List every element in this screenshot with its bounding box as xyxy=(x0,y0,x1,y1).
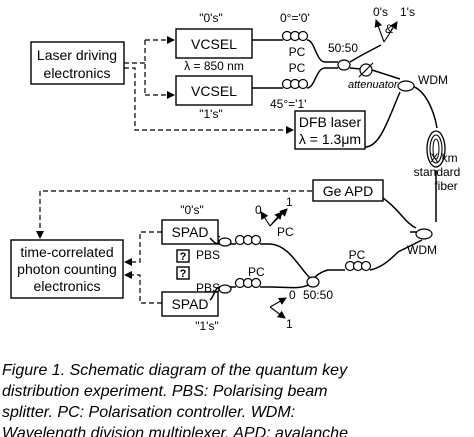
wdm-bottom-coupler xyxy=(415,228,433,240)
caption-line-2: distribution experiment. PBS: Polarising… xyxy=(2,383,328,400)
and-label: & xyxy=(385,22,393,36)
axes-output xyxy=(374,19,398,43)
dfb-laser-box: DFB laser λ = 1.3μm xyxy=(294,110,366,150)
wdm-top-label: WDM xyxy=(418,73,448,87)
dfb-laser-label-1: DFB laser xyxy=(299,114,362,130)
ge-apd-box: Ge APD xyxy=(312,179,384,202)
axis0-bottom-label: 0 xyxy=(289,288,296,302)
vcsel-top-box: VCSEL xyxy=(175,28,253,59)
laser-driving-label-2: electronics xyxy=(44,65,111,81)
pc-coil-rx-bottom xyxy=(234,277,262,289)
fiber-spool-icon xyxy=(426,130,446,168)
pbs-bottom-coupler xyxy=(218,284,232,294)
laser-driving-box: Laser driving electronics xyxy=(30,41,125,85)
wavelength-850-label: λ = 850 nm xyxy=(184,59,244,73)
ones-spad-label: "1's" xyxy=(195,319,218,333)
zeros-spad-label: "0's" xyxy=(180,203,203,217)
photon-counting-label-1: time-correlated xyxy=(20,244,113,260)
spad-bottom-label: SPAD xyxy=(171,296,208,312)
coupler-top xyxy=(337,59,351,71)
photon-counting-label-2: photon counting xyxy=(17,261,117,277)
pc-label-3: PC xyxy=(277,225,294,239)
pc-coil-link xyxy=(344,260,372,272)
axes-top-rx xyxy=(260,208,288,227)
pol-0-label: 0°='0' xyxy=(280,11,310,25)
photon-counting-label-3: electronics xyxy=(34,278,101,294)
attenuator-icon xyxy=(358,62,374,78)
split-bottom-label: 50:50 xyxy=(303,288,333,302)
dfb-laser-label-2: λ = 1.3μm xyxy=(299,131,361,147)
pbs-top-coupler xyxy=(218,237,232,247)
pc-label-1: PC xyxy=(289,45,306,59)
electrical-connections xyxy=(36,36,312,304)
fiber-label-1: X km xyxy=(430,151,457,165)
pol-45-label: 45°='1' xyxy=(270,97,306,111)
ones-mid-label: "1's" xyxy=(199,107,222,121)
pc-label-4: PC xyxy=(248,265,265,279)
axis1-top-label: 1 xyxy=(286,195,293,209)
qkd-schematic: Laser driving electronics VCSEL λ = 850 … xyxy=(10,5,461,333)
pbs-top-label: PBS xyxy=(196,248,220,262)
zeros-out-label: 0's xyxy=(373,5,388,19)
fiber-label-3: fiber xyxy=(434,179,457,193)
ones-out-label: 1's xyxy=(400,5,415,19)
question-mark-top: ? xyxy=(180,251,187,263)
axis1-bottom-label: 1 xyxy=(286,317,293,331)
axis0-top-label: 0 xyxy=(255,203,262,217)
ge-apd-label: Ge APD xyxy=(323,183,374,199)
wdm-top-coupler xyxy=(397,80,415,92)
vcsel-top-label: VCSEL xyxy=(191,36,237,52)
photon-counting-box: time-correlated photon counting electron… xyxy=(10,239,124,299)
spad-bottom-box: SPAD xyxy=(161,291,219,317)
pc-label-2: PC xyxy=(289,61,306,75)
axes-bottom-rx xyxy=(269,297,287,319)
pc-coil-rx-top xyxy=(234,234,262,246)
spad-top-label: SPAD xyxy=(171,224,208,240)
question-box-top: ? xyxy=(176,249,190,263)
laser-driving-label-1: Laser driving xyxy=(37,47,117,63)
fiber-label-2: standard xyxy=(414,165,461,179)
caption-line-1: Figure 1. Schematic diagram of the quant… xyxy=(2,362,348,379)
caption-line-4: Wavelength division multiplexer, APD: av… xyxy=(2,425,348,437)
split-top-label: 50:50 xyxy=(328,41,358,55)
zeros-top-label: "0's" xyxy=(199,11,222,25)
vcsel-bottom-box: VCSEL xyxy=(175,75,253,106)
pc-coil-mid xyxy=(281,78,309,90)
pbs-bottom-label: PBS xyxy=(196,281,220,295)
coupler-bottom xyxy=(306,276,320,288)
attenuator-label: attenuator xyxy=(348,79,399,91)
pc-coil-top xyxy=(281,30,309,42)
wdm-bottom-label: WDM xyxy=(407,243,437,257)
question-mark-bottom: ? xyxy=(180,268,187,280)
vcsel-bottom-label: VCSEL xyxy=(191,83,237,99)
caption-line-3: splitter. PC: Polarisation controller. W… xyxy=(2,404,296,421)
question-box-bottom: ? xyxy=(176,266,190,280)
spad-top-box: SPAD xyxy=(161,219,219,245)
pc-label-5: PC xyxy=(349,248,366,262)
figure-caption: Figure 1. Schematic diagram of the quant… xyxy=(2,360,472,437)
